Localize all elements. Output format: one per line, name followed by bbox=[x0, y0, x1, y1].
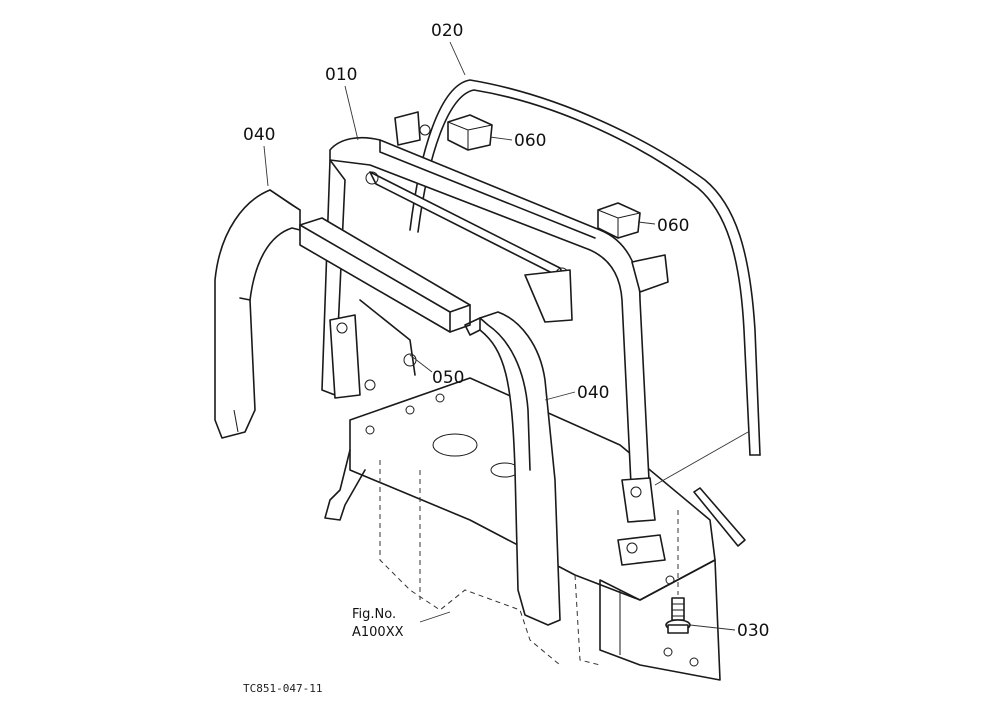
label-040-left: 040 bbox=[243, 125, 275, 145]
label-060-right: 060 bbox=[657, 216, 689, 236]
fig-ref-line1: Fig.No. bbox=[352, 607, 396, 622]
label-010: 010 bbox=[325, 65, 357, 85]
part-050-pad bbox=[299, 217, 471, 333]
label-050: 050 bbox=[432, 368, 464, 388]
part-040-left-pad bbox=[214, 189, 301, 439]
part-010-frame bbox=[321, 111, 746, 566]
label-060-top: 060 bbox=[514, 131, 546, 151]
part-040-right-pad bbox=[464, 311, 561, 626]
label-020: 020 bbox=[431, 21, 463, 41]
label-040-right: 040 bbox=[577, 383, 609, 403]
fig-ref-line2: A100XX bbox=[352, 625, 404, 640]
part-060-pads bbox=[447, 114, 641, 239]
part-030-bolt bbox=[665, 510, 691, 634]
label-030: 030 bbox=[737, 621, 769, 641]
drawing-code: TC851-047-11 bbox=[243, 682, 322, 695]
part-020-arch bbox=[409, 79, 761, 456]
leader-lines bbox=[263, 41, 749, 631]
base-frame bbox=[324, 377, 721, 681]
